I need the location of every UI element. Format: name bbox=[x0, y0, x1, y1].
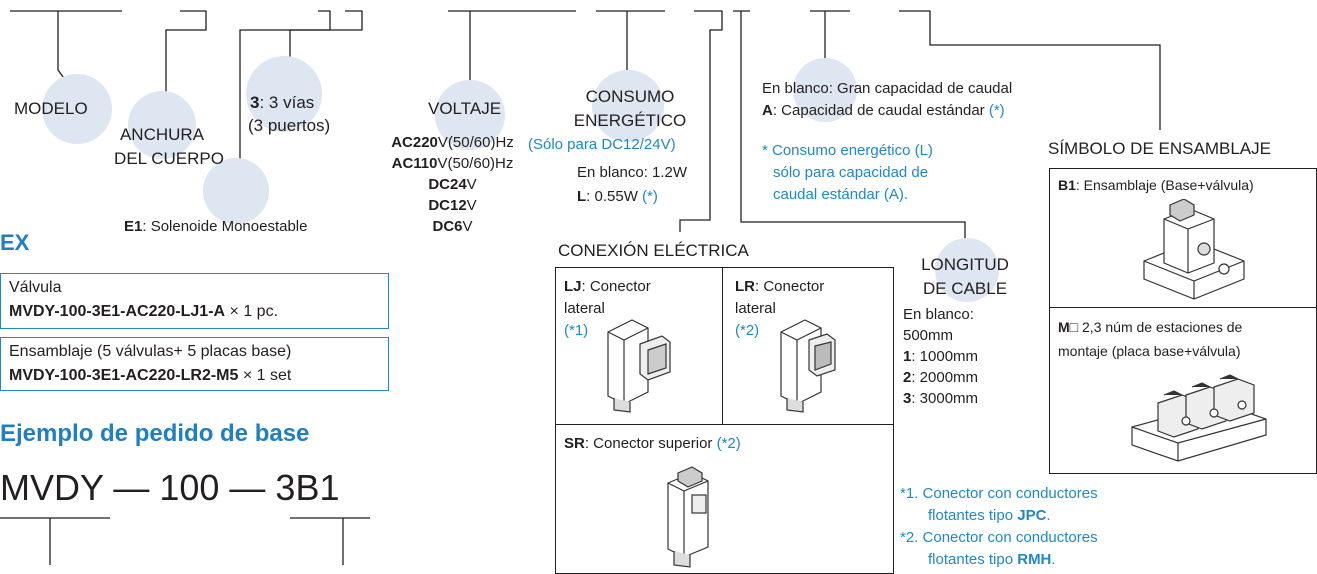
modelo-circle bbox=[42, 74, 112, 144]
lr-note: (*2) bbox=[735, 322, 760, 339]
assembly-box: B1: Ensamblaje (Base+válvula) M□ 2,3 núm… bbox=[1049, 168, 1317, 474]
base-order-heading: Ejemplo de pedido de base bbox=[0, 420, 310, 447]
example-assembly-code: MVDY-100-3E1-AC220-LR2-M5 × 1 set bbox=[9, 367, 292, 384]
lr-label: LR: Conector bbox=[735, 278, 825, 295]
connector-lr-image bbox=[780, 319, 836, 413]
sr-label: SR: Conector superior (*2) bbox=[564, 435, 741, 452]
connector-sr-image bbox=[667, 466, 709, 568]
connector-sr-cell: SR: Conector superior (*2) bbox=[555, 424, 894, 574]
vias-label: 3: 3 vías bbox=[250, 93, 315, 112]
cable-blank-1: En blanco: bbox=[903, 306, 974, 323]
example-valve-label: Válvula bbox=[9, 279, 62, 296]
example-assembly-box: Ensamblaje (5 válvulas+ 5 placas base) M… bbox=[0, 337, 389, 391]
example-assembly-label: Ensamblaje (5 válvulas+ 5 placas base) bbox=[9, 343, 292, 360]
cable-item: 1: 1000mm bbox=[903, 348, 979, 365]
voltage-list: AC220V(50/60)Hz AC110V(50/60)Hz DC24V DC… bbox=[380, 132, 525, 237]
lj-label-2: lateral bbox=[564, 300, 605, 317]
voltage-item: DC6V bbox=[432, 218, 473, 235]
solenoide-circle bbox=[203, 158, 269, 224]
voltaje-label: VOLTAJE bbox=[428, 99, 502, 118]
longitud-label-1: LONGITUD bbox=[921, 255, 1009, 274]
consumo-label-1: CONSUMO bbox=[585, 87, 675, 106]
flow-circle bbox=[793, 58, 857, 122]
voltage-item: DC12V bbox=[428, 197, 477, 214]
consumo-label-2: ENERGÉTICO bbox=[573, 111, 687, 130]
connector-lr-cell: LR: Conector lateral (*2) bbox=[722, 267, 894, 425]
footnote-2b: flotantes tipo RMH. bbox=[928, 551, 1056, 568]
anchura-circle bbox=[128, 91, 196, 159]
anchura-label-1: ANCHURA bbox=[119, 125, 205, 144]
consumo-l: L: 0.55W (*) bbox=[577, 188, 658, 205]
vias-sub: (3 puertos) bbox=[248, 116, 331, 135]
connector-lj-image bbox=[607, 319, 671, 413]
flow-blank: En blanco: Gran capacidad de caudal bbox=[762, 80, 1013, 97]
longitud-circle bbox=[935, 238, 999, 302]
example-heading: EX bbox=[0, 230, 30, 255]
base-order-code: MVDY — 100 — 3B1 bbox=[0, 467, 340, 508]
flow-footnote-1: * Consumo energético (L) bbox=[762, 142, 933, 159]
consumo-note: (Sólo para DC12/24V) bbox=[528, 136, 676, 153]
cable-item: 3: 3000mm bbox=[903, 390, 979, 407]
assembly-b1-cell: B1: Ensamblaje (Base+válvula) bbox=[1050, 169, 1316, 308]
cable-list: En blanco: 500mm 1: 1000mm 2: 2000mm 3: … bbox=[903, 304, 978, 409]
example-valve-code: MVDY-100-3E1-AC220-LJ1-A × 1 pc. bbox=[9, 303, 279, 320]
footnote-1b: flotantes tipo JPC. bbox=[928, 507, 1051, 524]
conexion-label: CONEXIÓN ELÉCTRICA bbox=[558, 241, 749, 260]
flow-a: A: Capacidad de caudal estándar (*) bbox=[762, 102, 1005, 119]
footnote-2: *2. Conector con conductores bbox=[900, 529, 1098, 546]
voltage-item: AC110V(50/60)Hz bbox=[391, 155, 514, 172]
footnote-1: *1. Conector con conductores bbox=[900, 485, 1098, 502]
anchura-label-2: DEL CUERPO bbox=[114, 149, 224, 168]
voltage-item: AC220V(50/60)Hz bbox=[391, 134, 514, 151]
cable-blank-2: 500mm bbox=[903, 327, 954, 344]
flow-footnote-2: sólo para capacidad de bbox=[773, 164, 929, 181]
lr-label-2: lateral bbox=[735, 300, 776, 317]
example-valve-box: Válvula MVDY-100-3E1-AC220-LJ1-A × 1 pc. bbox=[0, 273, 389, 329]
lj-note: (*1) bbox=[564, 322, 589, 339]
solenoide-label: E1: Solenoide Monoestable bbox=[124, 218, 308, 235]
modelo-label: MODELO bbox=[14, 99, 88, 118]
cable-item: 2: 2000mm bbox=[903, 369, 979, 386]
base-order-lines bbox=[0, 517, 370, 565]
m-label-2: montaje (placa base+válvula) bbox=[1058, 343, 1241, 359]
lj-label: LJ: Conector bbox=[564, 278, 651, 295]
longitud-label-2: DE CABLE bbox=[922, 279, 1008, 298]
connector-lj-cell: LJ: Conector lateral (*1) bbox=[555, 267, 723, 425]
flow-footnote-3: caudal estándar (A). bbox=[773, 186, 909, 203]
assembly-m-cell: M□ 2,3 núm de estaciones de montaje (pla… bbox=[1050, 307, 1316, 473]
m-label: M□ 2,3 núm de estaciones de bbox=[1058, 319, 1243, 335]
vias-circle bbox=[246, 56, 322, 132]
consumo-blank: En blanco: 1.2W bbox=[577, 164, 688, 181]
assembly-m-image bbox=[1131, 374, 1267, 462]
consumo-circle bbox=[592, 70, 664, 142]
assembly-b1-image bbox=[1143, 199, 1245, 300]
simbolo-label: SÍMBOLO DE ENSAMBLAJE bbox=[1048, 139, 1271, 158]
voltage-item: DC24V bbox=[428, 176, 477, 193]
voltaje-circle bbox=[435, 80, 505, 150]
b1-label: B1: Ensamblaje (Base+válvula) bbox=[1058, 177, 1254, 193]
